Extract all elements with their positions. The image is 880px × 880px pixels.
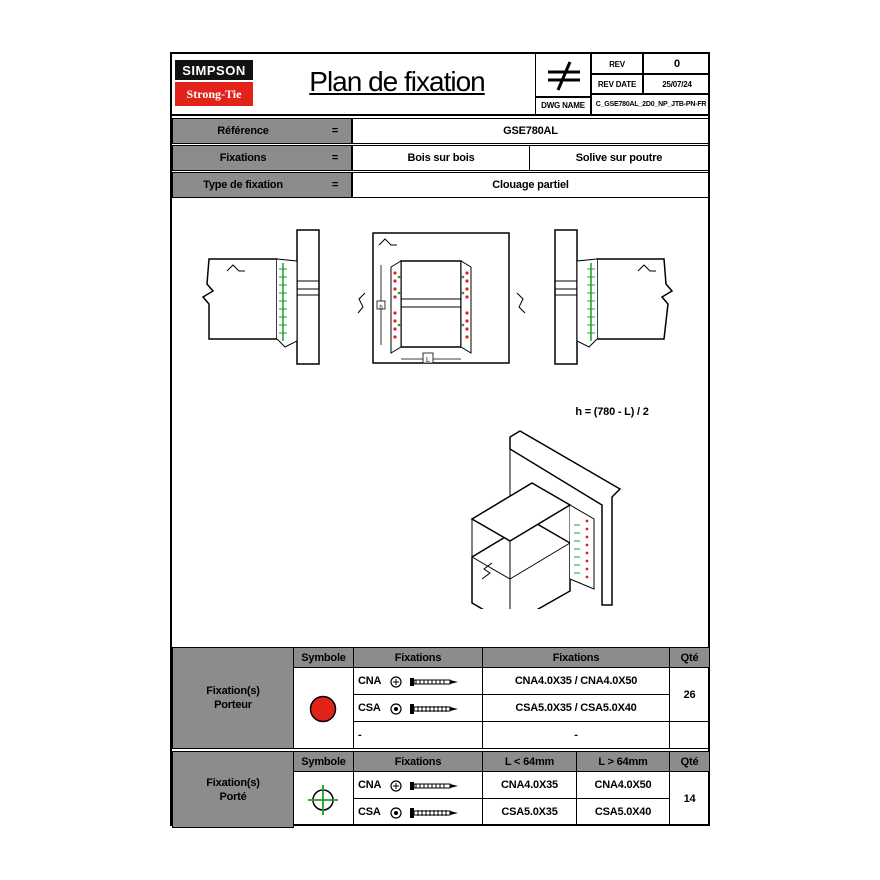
revision-block xyxy=(535,54,710,114)
porteur-col-fixations-2: Fixations xyxy=(482,647,670,668)
front-view xyxy=(357,232,526,364)
porteur-row-2-type: CSA xyxy=(353,694,483,722)
porte-symbol-cell xyxy=(293,771,354,826)
porte-csa-label: CSA xyxy=(358,806,381,818)
side-view-right xyxy=(554,229,674,365)
porteur-label-2: Porteur xyxy=(214,699,252,711)
type-label: Type de fixation xyxy=(203,179,283,191)
porteur-col-fixations: Fixations xyxy=(353,647,483,668)
dwg-name-value: C_GSE780AL_2D0_NP_JTB-PN-FR xyxy=(595,100,707,108)
fixations-value-wood: Bois sur bois xyxy=(352,145,530,171)
porteur-dash-label: - xyxy=(358,729,362,741)
porte-label-cell: Fixation(s) Porté xyxy=(172,751,294,828)
logo-strong-tie: Strong-Tie xyxy=(175,82,253,106)
reference-label-cell: Référence = xyxy=(172,118,352,144)
rev-value: 0 xyxy=(674,58,680,70)
height-formula: h = (780 - L) / 2 xyxy=(575,406,649,418)
porte-col-l-large: L > 64mm xyxy=(576,751,670,772)
porteur-col-qty: Qté xyxy=(669,647,710,668)
crosshair-symbol-icon xyxy=(308,785,338,815)
fixations-value-1: Bois sur bois xyxy=(407,152,475,164)
porte-col-l-small: L < 64mm xyxy=(482,751,577,772)
porte-row-1-large: CNA4.0X50 xyxy=(576,771,670,799)
porteur-qty: 26 xyxy=(669,667,710,722)
dim-l-label: L xyxy=(426,356,430,364)
porte-qty: 14 xyxy=(669,771,710,826)
ring-nail-icon xyxy=(390,780,458,792)
reference-value: GSE780AL xyxy=(352,118,709,144)
rev-date-value: 25/07/24 xyxy=(662,79,692,89)
porte-row-2-small: CSA5.0X35 xyxy=(482,798,577,826)
equals-sign: = xyxy=(331,152,339,164)
type-label-cell: Type de fixation = xyxy=(172,172,352,198)
side-view-left xyxy=(201,229,320,365)
logo-simpson: SIMPSON xyxy=(175,60,253,80)
porteur-row-3-type: - xyxy=(353,721,483,749)
rev-label: REV xyxy=(609,59,625,69)
drawing-sheet: SIMPSON Strong-Tie Plan de fixation DWG … xyxy=(170,52,710,828)
porteur-row-3-spec: - xyxy=(482,721,670,749)
red-dot-symbol-icon xyxy=(309,695,337,723)
fixations-label-cell: Fixations = xyxy=(172,145,352,171)
fixations-label: Fixations xyxy=(219,152,267,164)
porte-row-1-type: CNA xyxy=(353,771,483,799)
porteur-row-1-spec: CNA4.0X35 / CNA4.0X50 xyxy=(482,667,670,695)
porteur-row-1-type: CNA xyxy=(353,667,483,695)
screw-icon xyxy=(390,703,458,715)
porte-col-qty: Qté xyxy=(669,751,710,772)
porteur-label-cell: Fixation(s) Porteur xyxy=(172,647,294,749)
porte-row-1-small: CNA4.0X35 xyxy=(482,771,577,799)
fixations-value-joist: Solive sur poutre xyxy=(529,145,709,171)
page-title: Plan de fixation xyxy=(309,66,485,97)
porteur-csa-label: CSA xyxy=(358,702,381,714)
porte-label-1: Fixation(s) xyxy=(206,777,260,789)
reference-label: Référence xyxy=(217,125,269,137)
porte-label-2: Porté xyxy=(219,791,247,803)
porte-row-2-type: CSA xyxy=(353,798,483,826)
porteur-cna-label: CNA xyxy=(358,675,382,687)
ring-nail-icon xyxy=(390,676,458,688)
equals-sign: = xyxy=(331,125,339,137)
porteur-label-1: Fixation(s) xyxy=(206,685,260,697)
isometric-view xyxy=(470,430,622,609)
porteur-col-symbol: Symbole xyxy=(293,647,354,668)
screw-icon xyxy=(390,807,458,819)
not-equal-icon xyxy=(548,61,580,91)
porteur-row-2-spec: CSA5.0X35 / CSA5.0X40 xyxy=(482,694,670,722)
technical-drawing: h L h = (780 - L) / 2 xyxy=(172,199,708,647)
porte-row-2-large: CSA5.0X40 xyxy=(576,798,670,826)
type-value: Clouage partiel xyxy=(352,172,709,198)
porte-cna-label: CNA xyxy=(358,779,382,791)
porteur-symbol-cell xyxy=(293,667,354,749)
rev-date-label: REV DATE xyxy=(597,79,637,89)
equals-sign: = xyxy=(331,179,339,191)
porte-col-symbol: Symbole xyxy=(293,751,354,772)
porte-col-fixations: Fixations xyxy=(353,751,483,772)
dwg-name-label: DWG NAME xyxy=(541,100,585,110)
dim-h-label: h xyxy=(379,305,383,311)
